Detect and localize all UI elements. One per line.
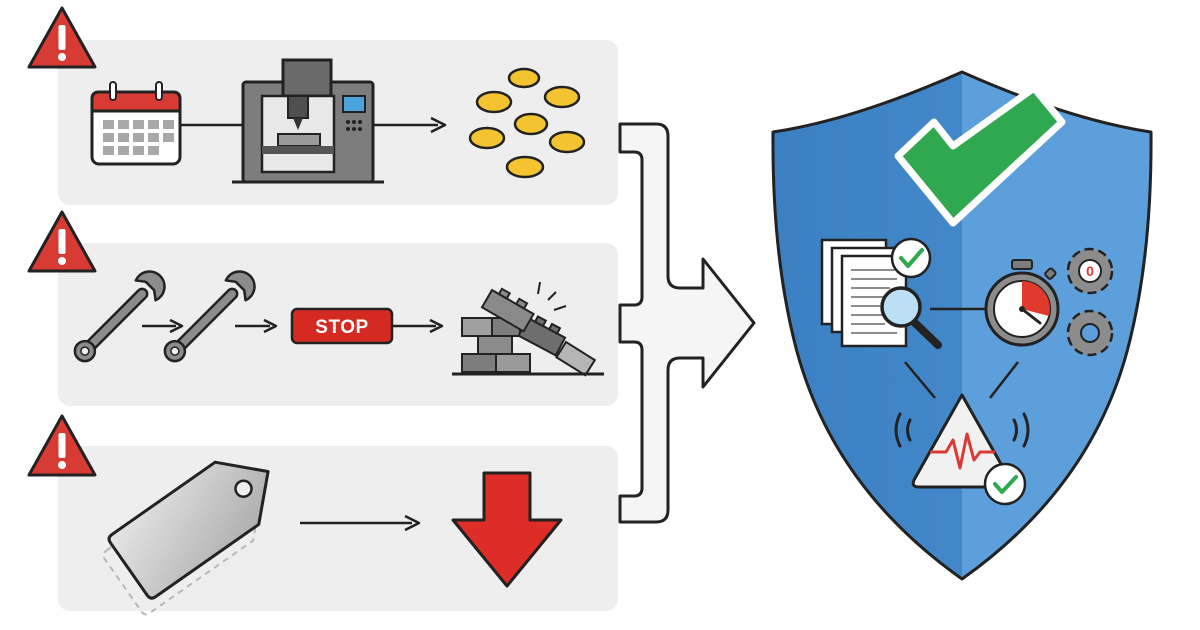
shield-icon <box>771 70 1153 581</box>
merge-arrow-icon <box>618 122 756 524</box>
coins-icon <box>468 67 586 179</box>
checkmark-icon <box>894 84 1066 227</box>
wrench-icon <box>73 270 166 363</box>
stop-sign-icon: STOP <box>290 307 394 345</box>
documents-icon <box>820 237 932 348</box>
warning-triangle-icon <box>27 414 97 477</box>
down-arrow-icon <box>451 471 563 588</box>
cnc-machine-icon <box>232 58 384 184</box>
calendar-icon <box>90 81 182 166</box>
warning-triangle-icon <box>27 210 97 273</box>
gauge-value: 0 <box>1086 263 1094 279</box>
stop-sign-label: STOP <box>315 317 368 338</box>
stopwatch-icon <box>984 259 1060 347</box>
price-tag-icon <box>102 460 270 616</box>
shield-connector-lines <box>904 307 1019 399</box>
broken-bricks-icon <box>452 281 604 377</box>
magnifier-icon <box>880 286 942 349</box>
gears-icon: 0 <box>1066 247 1114 357</box>
warning-triangle-icon <box>27 6 97 69</box>
alert-sensor-icon <box>894 393 1030 506</box>
